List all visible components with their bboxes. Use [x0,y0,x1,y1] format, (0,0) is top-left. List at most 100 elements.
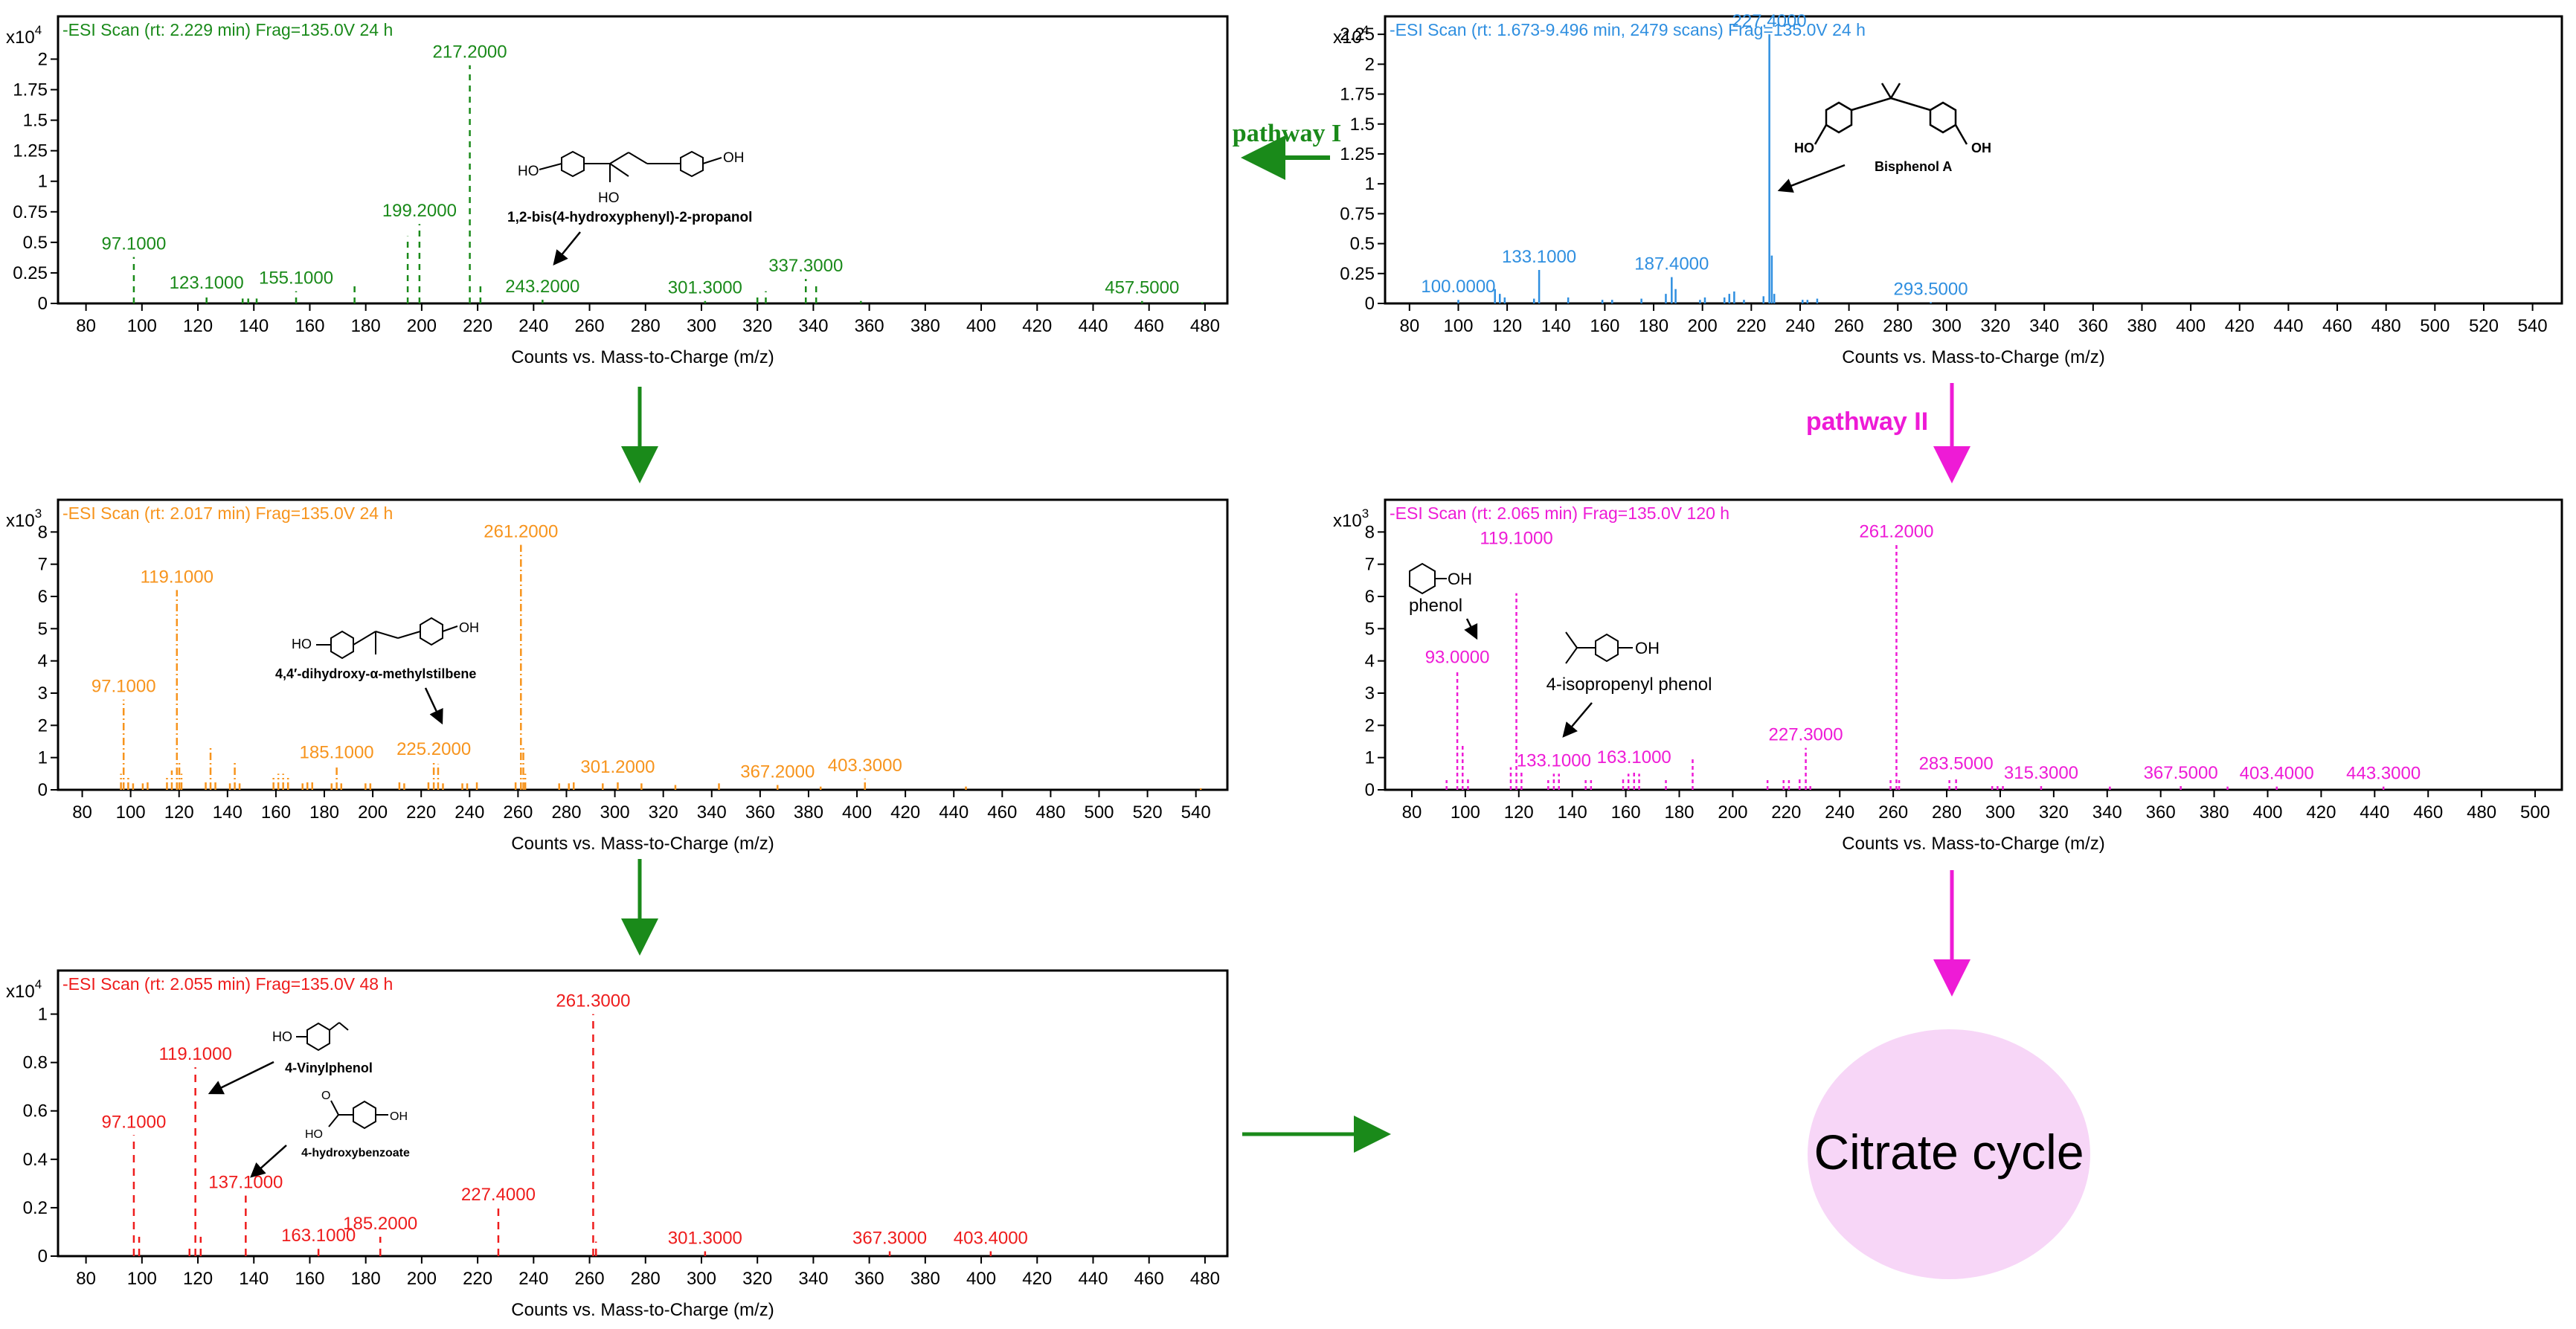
x-tick-label: 400 [2176,316,2206,336]
peak-label: 163.1000 [1597,747,1671,768]
y-tick-label: 2 [38,49,48,69]
x-tick-label: 160 [1611,802,1641,823]
x-tick-label: 80 [76,316,96,336]
x-tick-label: 340 [2029,316,2059,336]
x-tick-label: 240 [1785,316,1815,336]
x-tick-label: 480 [2371,316,2401,336]
x-tick-label: 160 [1590,316,1619,336]
peak-label: 137.1000 [208,1173,283,1193]
y-multiplier-exponent: 3 [35,506,42,521]
y-tick-label: 0 [38,294,48,314]
y-tick-label: 7 [1365,555,1375,575]
x-tick-label: 240 [455,802,484,823]
x-tick-label: 220 [406,802,436,823]
oh-label: OH [1635,639,1660,657]
x-axis-label: Counts vs. Mass-to-Charge (m/z) [511,347,774,367]
y-tick-label: 2 [1365,715,1375,736]
x-tick-label: 460 [2413,802,2443,823]
peak-label: 403.4000 [954,1228,1028,1248]
peak-label: 187.4000 [1634,254,1709,274]
y-tick-label: 1.25 [13,141,48,161]
x-tick-label: 220 [463,1269,492,1289]
molecule-p2 [1814,83,1968,145]
x-tick-label: 160 [295,316,324,336]
molecule-p1 [539,150,722,182]
peak-label: 243.2000 [505,277,579,297]
plot-frame [57,969,1229,1258]
x-tick-label: 100 [127,1269,157,1289]
x-tick-label: 80 [72,802,92,823]
x-tick-label: 480 [1035,802,1065,823]
oh-label: OH [459,620,479,635]
x-tick-label: 420 [2225,316,2255,336]
x-tick-label: 320 [742,1269,772,1289]
spectrum-panel-4: x103 -ESI Scan (rt: 2.065 min) Frag=135.0… [1333,498,2563,854]
y-tick-label: 0.25 [1340,264,1375,284]
x-tick-label: 300 [1932,316,1962,336]
pathway-arrows: pathway I pathway II [621,120,1970,1153]
x-tick-label: 140 [1558,802,1587,823]
molecule-p3-text: HO OH 4,4′-dihydroxy-α-methylstilbene [275,620,479,725]
x-tick-label: 180 [351,316,381,336]
x-tick-label: 320 [1981,316,2011,336]
x-tick-label: 380 [2200,802,2229,823]
x-tick-label: 100 [116,802,146,823]
y-tick-label: 5 [38,619,48,639]
x-tick-label: 300 [600,802,630,823]
x-tick-label: 120 [1492,316,1522,336]
plot-frame [57,15,1229,305]
y-tick-label: 1 [1365,748,1375,768]
y-tick-label: 6 [1365,587,1375,607]
peak-label: 261.2000 [1859,522,1933,542]
x-tick-label: 480 [1190,1269,1220,1289]
y-tick-label: 0.5 [23,233,48,253]
x-tick-label: 180 [309,802,339,823]
oh-label: OH [723,150,745,166]
x-tick-label: 240 [518,1269,548,1289]
y-tick-label: 0.75 [1340,204,1375,224]
x-tick-label: 280 [631,1269,661,1289]
x-tick-label: 380 [910,1269,940,1289]
molecule-name-phenol: phenol [1409,596,1462,616]
peak-label: 261.3000 [556,991,630,1011]
x-tick-label: 200 [407,316,437,336]
x-tick-label: 480 [2467,802,2496,823]
x-tick-label: 120 [1504,802,1534,823]
oh-label: OH [1971,141,1991,155]
y-multiplier-exponent: 4 [35,23,42,37]
y-tick-label: 0 [1365,294,1375,314]
y-tick-label: 1 [38,1005,48,1025]
x-tick-label: 180 [1664,802,1694,823]
x-tick-label: 320 [2039,802,2069,823]
peak-label: 443.3000 [2346,764,2421,784]
peak-label: 123.1000 [170,273,244,293]
x-axis-label: Counts vs. Mass-to-Charge (m/z) [511,1300,774,1320]
chart-title: -ESI Scan (rt: 2.065 min) Frag=135.0V 12… [1390,503,1729,523]
peak-label: 403.3000 [828,756,902,776]
x-tick-label: 340 [2092,802,2122,823]
plot-frame [1384,498,2563,791]
y-multiplier: x103 [1333,506,1369,531]
x-axis-label: Counts vs. Mass-to-Charge (m/z) [1842,834,2104,854]
x-axis-label: Counts vs. Mass-to-Charge (m/z) [511,834,774,854]
peak-label: 163.1000 [281,1226,356,1246]
ho-label: HO [292,637,312,651]
x-tick-label: 360 [2078,316,2108,336]
molecule-p3 [316,617,458,660]
x-tick-label: 220 [1771,802,1801,823]
x-tick-label: 140 [239,1269,269,1289]
x-tick-label: 260 [503,802,533,823]
oh-label: OH [1448,570,1472,588]
molecule-name-isopropenylphenol: 4-isopropenyl phenol [1546,675,1712,695]
y-tick-label: 0.4 [23,1150,48,1170]
y-tick-label: 2.25 [1340,25,1375,45]
peak-label: 403.4000 [2240,764,2314,784]
molecule-name-hydroxybenzoate: 4-hydroxybenzoate [301,1147,410,1159]
spectrum-panel-5: x104-ESI Scan (rt: 2.055 min) Frag=135.0… [6,969,1229,1320]
y-tick-label: 0 [38,780,48,800]
peak-label: 367.5000 [2144,763,2218,783]
x-tick-label: 440 [1078,316,1108,336]
y-tick-label: 0.6 [23,1101,48,1122]
ho-label: HO [272,1029,292,1044]
